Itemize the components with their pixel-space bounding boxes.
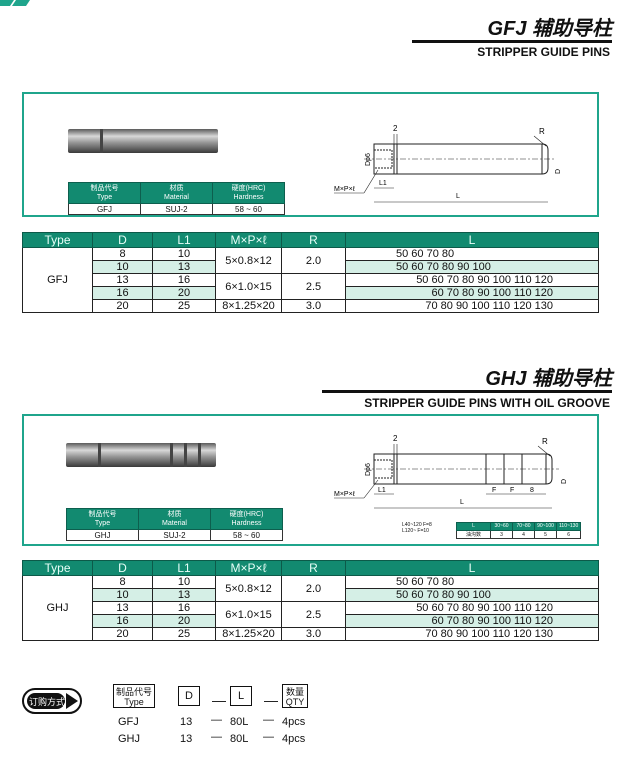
order-example-ghj-l: 80L xyxy=(230,733,249,745)
table-row: 13 16 6×1.0×15 2.5 50 60 70 80 90 100 11… xyxy=(23,273,599,300)
order-example-ghj-type: GHJ xyxy=(118,733,140,745)
svg-text:L1: L1 xyxy=(378,487,386,494)
svg-text:D: D xyxy=(561,479,568,484)
svg-text:R: R xyxy=(539,127,545,136)
gfj-subtitle: STRIPPER GUIDE PINS xyxy=(477,45,610,59)
ghj-pin-photo xyxy=(66,443,216,467)
ghj-groove-note: L40~120 F=8 L120~ F=10 xyxy=(402,522,432,534)
svg-text:F: F xyxy=(492,487,496,494)
gfj-spec-table: Type D L1 M×P×ℓ R L GFJ 8 10 5×0.8×12 2.… xyxy=(22,232,599,313)
gfj-title: GFJ 辅助导柱 xyxy=(487,18,612,40)
order-example-ghj-qty: 4pcs xyxy=(282,733,306,745)
order-method-label: 订购方式 xyxy=(29,697,66,707)
ghj-groove-table: L 30~60 70~80 90~100 110~130 油沟数 3 4 5 6 xyxy=(456,522,582,539)
ghj-spec-table: Type D L1 M×P×ℓ R L GHJ 8 10 5×0.8×12 2.… xyxy=(22,560,599,641)
order-example-gfj-qty: 4pcs xyxy=(282,716,306,728)
table-row: 20 25 8×1.25×20 3.0 70 80 90 100 110 120… xyxy=(23,627,599,641)
svg-text:M×P×ℓ: M×P×ℓ xyxy=(334,186,356,193)
gfj-table-header: Type D L1 M×P×ℓ R L xyxy=(22,232,599,248)
ghj-title-rule xyxy=(322,390,612,393)
table-row: 16 20 60 70 80 90 100 110 120 xyxy=(23,614,599,628)
ghj-table-header: Type D L1 M×P×ℓ R L xyxy=(22,560,599,576)
order-example-ghj-d: 13 xyxy=(180,733,193,745)
ghj-technical-drawing: 2 R Dp6 D M×P×ℓ L1 F F 8 L xyxy=(334,434,568,509)
svg-text:Dp6: Dp6 xyxy=(365,153,372,166)
svg-text:M×P×ℓ: M×P×ℓ xyxy=(334,491,356,498)
ghj-title: GHJ 辅助导柱 xyxy=(485,368,612,390)
svg-text:R: R xyxy=(542,437,548,446)
table-row: 20 25 8×1.25×20 3.0 70 80 90 100 110 120… xyxy=(23,299,599,313)
svg-text:L1: L1 xyxy=(379,180,387,187)
order-dash: — xyxy=(212,692,226,708)
order-example-gfj-type: GFJ xyxy=(118,716,139,728)
table-row: GFJ 8 10 5×0.8×12 2.0 50 60 70 80 xyxy=(22,247,599,313)
order-example-gfj-l: 80L xyxy=(230,716,249,728)
order-example-dash: — xyxy=(211,731,222,743)
svg-text:D: D xyxy=(555,169,562,174)
svg-text:8: 8 xyxy=(530,487,534,494)
ghj-subtitle: STRIPPER GUIDE PINS WITH OIL GROOVE xyxy=(364,396,610,410)
gfj-pin-photo xyxy=(68,129,218,153)
svg-text:2: 2 xyxy=(393,434,398,443)
order-method-icon: 订购方式 xyxy=(22,688,82,714)
table-row: GHJ 8 10 5×0.8×12 2.0 50 60 70 80 xyxy=(22,575,599,641)
order-example-gfj-d: 13 xyxy=(180,716,193,728)
svg-text:L: L xyxy=(460,499,464,506)
gfj-technical-drawing: 2 R Dp6 D M×P×ℓ L1 L xyxy=(334,124,562,203)
order-example-dash: — xyxy=(263,731,274,743)
table-row: 13 16 6×1.0×15 2.5 50 60 70 80 90 100 11… xyxy=(23,601,599,628)
table-row: 10 13 50 60 70 80 90 100 xyxy=(23,588,599,602)
svg-text:Dp6: Dp6 xyxy=(365,463,372,476)
order-example-dash: — xyxy=(263,714,274,726)
svg-text:2: 2 xyxy=(393,124,398,133)
svg-text:F: F xyxy=(510,487,514,494)
order-dash: — xyxy=(264,692,278,708)
corner-brand-mark xyxy=(0,0,30,6)
gfj-title-rule xyxy=(412,40,612,43)
order-field-l: L xyxy=(230,686,252,706)
order-example-dash: — xyxy=(211,714,222,726)
svg-text:L: L xyxy=(456,193,460,200)
order-field-d: D xyxy=(178,686,200,706)
